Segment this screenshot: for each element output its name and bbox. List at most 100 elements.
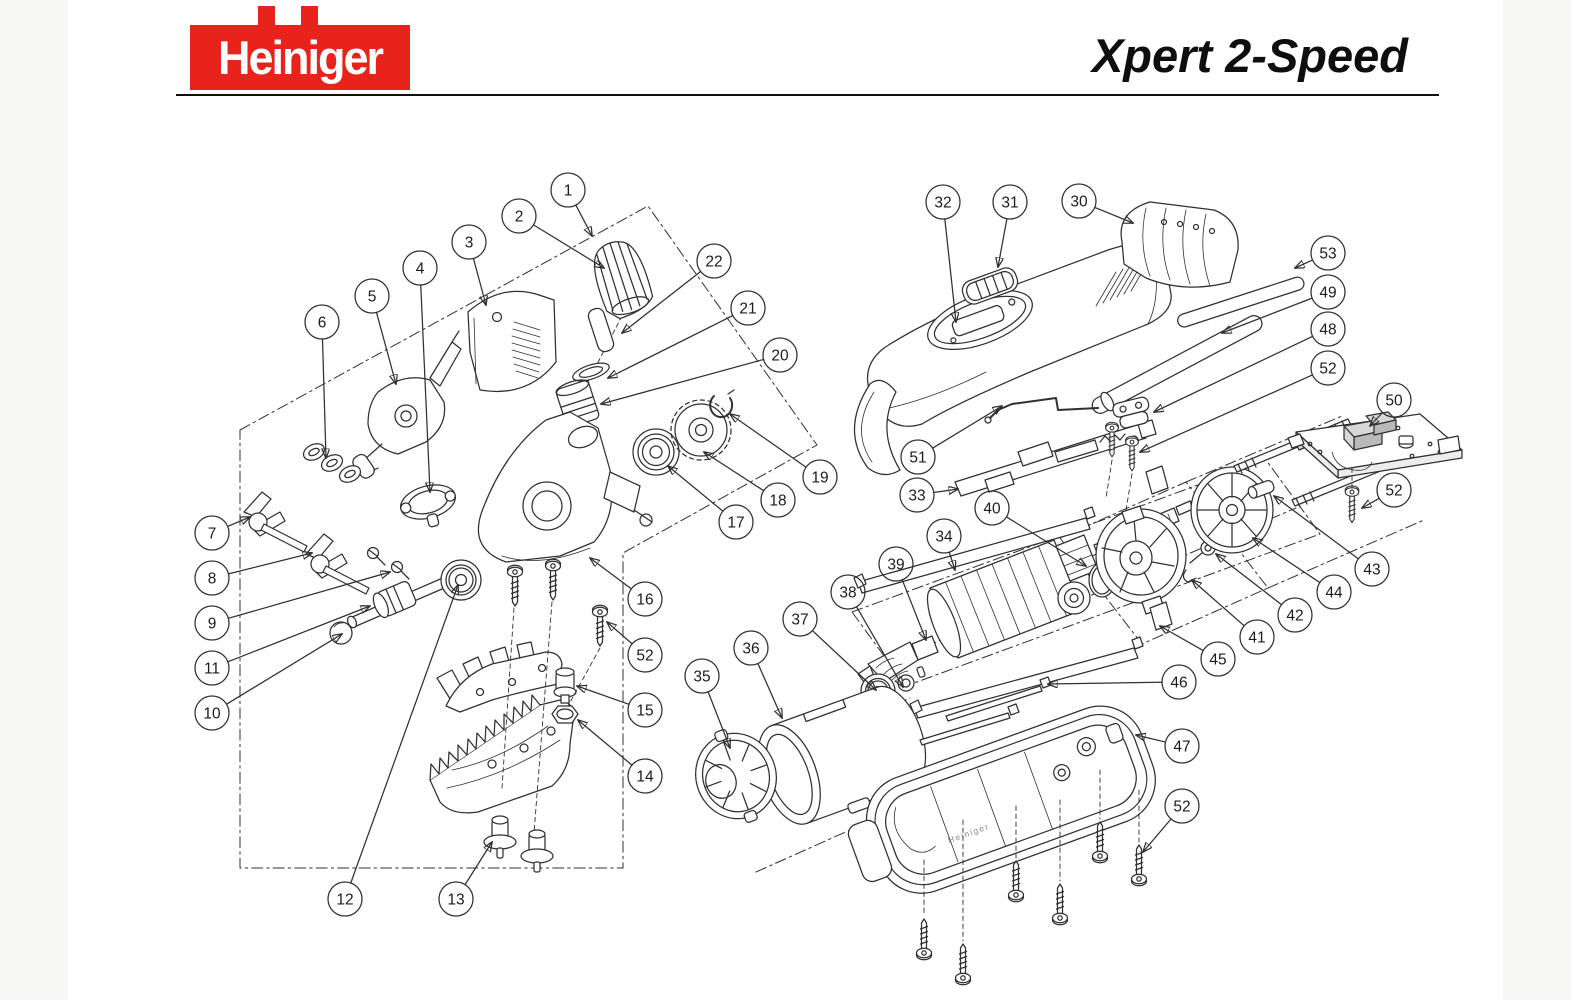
svg-text:6: 6 [318, 315, 327, 332]
tension-knob [593, 241, 654, 320]
leader-line-20 [601, 358, 765, 404]
head-cover [467, 290, 557, 393]
callout-5: 5 [354, 278, 390, 314]
leader-line-16 [590, 558, 632, 590]
fan-wheel [1190, 466, 1274, 554]
svg-text:3: 3 [465, 235, 474, 252]
leader-line-13 [464, 842, 492, 886]
shaft-bearing [440, 559, 482, 601]
svg-text:39: 39 [887, 557, 904, 574]
heiniger-logo: Heiniger [190, 25, 410, 90]
leader-line-38 [855, 606, 903, 687]
callout-7: 7 [194, 515, 230, 551]
head-housing-cone [477, 411, 653, 563]
pcb-screw [1344, 467, 1360, 524]
leader-line-19 [730, 414, 807, 468]
svg-text:2: 2 [515, 209, 524, 226]
svg-text:51: 51 [909, 450, 926, 467]
head-nut [551, 705, 579, 724]
leader-line-32 [944, 218, 956, 322]
svg-text:10: 10 [203, 706, 221, 723]
knob-pin [587, 307, 615, 353]
callout-35: 35 [684, 658, 720, 694]
svg-text:22: 22 [705, 254, 722, 271]
header-rule [176, 94, 1439, 96]
leader-line-36 [757, 662, 782, 718]
leader-line-44 [1253, 538, 1321, 584]
housing-front-brim [853, 379, 901, 476]
leader-line-49 [1222, 297, 1313, 333]
svg-text:16: 16 [636, 592, 653, 609]
heiniger-logo-tab [301, 6, 318, 27]
svg-text:1: 1 [564, 183, 573, 200]
svg-text:52: 52 [1173, 799, 1190, 816]
leader-line-43 [1274, 496, 1359, 560]
callout-22: 22 [696, 243, 732, 279]
leader-line-52 [1362, 497, 1380, 508]
lamination-strip-upper [853, 506, 1096, 594]
svg-text:44: 44 [1325, 585, 1343, 602]
callout-1: 1 [550, 172, 586, 208]
callout-4: 4 [402, 250, 438, 286]
callout-12: 12 [327, 881, 363, 917]
chicken-fork-right [305, 533, 370, 595]
svg-text:31: 31 [1001, 195, 1018, 212]
svg-text:32: 32 [934, 195, 951, 212]
svg-text:9: 9 [208, 616, 217, 633]
callout-2: 2 [501, 198, 537, 234]
svg-text:15: 15 [636, 703, 653, 720]
leader-line-52 [1143, 818, 1172, 852]
callout-43: 43 [1354, 551, 1390, 587]
chicken-fork-left [243, 491, 308, 553]
svg-text:45: 45 [1209, 652, 1226, 669]
lamination-strip-lower [909, 636, 1144, 719]
svg-text:40: 40 [983, 501, 1001, 518]
callout-34: 34 [926, 518, 962, 554]
end-bell-housing [1095, 505, 1187, 615]
tension-pin-bolt [553, 667, 577, 704]
leader-line-37 [811, 629, 876, 690]
leader-line-40 [1005, 516, 1086, 566]
callout-46: 46 [1161, 664, 1197, 700]
bearing-flange [400, 484, 456, 528]
callout-21: 21 [730, 290, 766, 326]
callout-14: 14 [627, 758, 663, 794]
leader-line-18 [704, 452, 765, 492]
callout-38: 38 [830, 574, 866, 610]
leader-line-2 [532, 224, 604, 268]
heiniger-logo-text: Heiniger [217, 30, 384, 84]
head-assembly [243, 241, 735, 873]
callout-52: 52 [1310, 350, 1346, 386]
head-screws [501, 558, 609, 834]
callout-45: 45 [1200, 641, 1236, 677]
callout-13: 13 [438, 881, 474, 917]
svg-text:14: 14 [636, 769, 654, 786]
callout-39: 39 [878, 546, 914, 582]
svg-text:52: 52 [1385, 483, 1402, 500]
callout-44: 44 [1316, 574, 1352, 610]
callout-42: 42 [1277, 597, 1313, 633]
leader-line-33 [933, 489, 958, 493]
leader-line-11 [227, 606, 370, 663]
callout-52: 52 [1164, 788, 1200, 824]
leader-line-39 [901, 579, 926, 640]
svg-text:53: 53 [1319, 246, 1336, 263]
svg-text:47: 47 [1173, 739, 1190, 756]
leader-line-46 [1048, 682, 1163, 684]
leader-line-30 [1094, 206, 1133, 223]
cable-clamp [1112, 396, 1150, 429]
callout-10: 10 [194, 695, 230, 731]
svg-text:37: 37 [791, 612, 808, 629]
page-title: Xpert 2-Speed [1091, 29, 1408, 82]
leader-line-52 [1140, 374, 1314, 452]
svg-text:18: 18 [769, 493, 786, 510]
callout-36: 36 [733, 630, 769, 666]
svg-text:42: 42 [1286, 608, 1303, 625]
svg-text:34: 34 [935, 529, 953, 546]
callout-18: 18 [760, 482, 796, 518]
switch-lever-wire [984, 397, 1099, 424]
leader-line-31 [998, 218, 1008, 267]
svg-text:19: 19 [811, 470, 828, 487]
leader-line-8 [227, 553, 312, 575]
